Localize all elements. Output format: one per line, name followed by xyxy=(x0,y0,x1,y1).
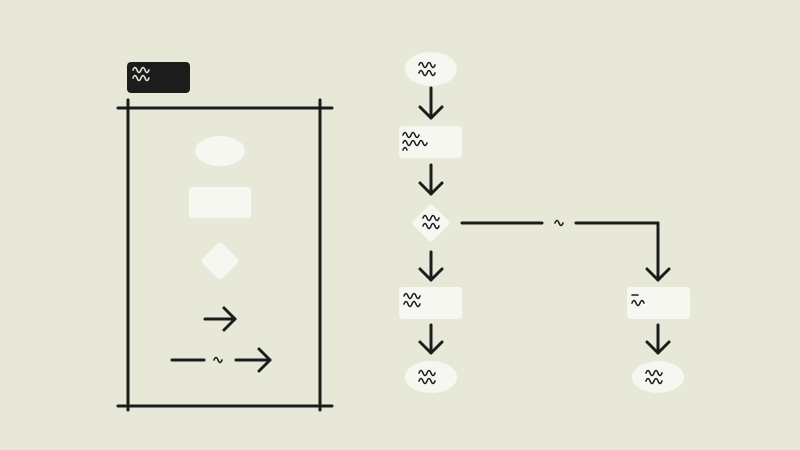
node-end-a xyxy=(405,361,457,393)
node-decision xyxy=(412,204,450,242)
node-start xyxy=(405,52,457,86)
edge-label-scribble xyxy=(213,356,223,364)
legend-flow-arrow xyxy=(203,306,237,332)
legend-process-shape xyxy=(189,187,251,218)
legend-title-tag xyxy=(127,62,190,93)
node-step-1 xyxy=(399,126,462,158)
node-step-2a xyxy=(399,287,462,319)
node-label-scribble xyxy=(631,294,645,307)
legend-decision-shape xyxy=(201,242,239,280)
edge-step-2b-to-end-b xyxy=(645,323,671,355)
flow-edges xyxy=(418,86,671,355)
node-end-b xyxy=(632,361,684,393)
edge-decision-to-step-2b xyxy=(460,219,671,282)
legend-terminator-shape xyxy=(195,136,245,166)
node-step-2b xyxy=(627,287,690,319)
edge-decision-to-step-2a xyxy=(418,250,444,282)
legend-labeled-flow-arrow xyxy=(170,347,272,373)
edge-label-scribble xyxy=(554,219,564,227)
node-label-scribble xyxy=(402,131,428,151)
edge-step-1-to-decision xyxy=(418,163,444,196)
legend-panel xyxy=(116,98,334,412)
edge-step-2a-to-end-a xyxy=(418,323,444,355)
edge-start-to-step-1 xyxy=(418,86,444,120)
